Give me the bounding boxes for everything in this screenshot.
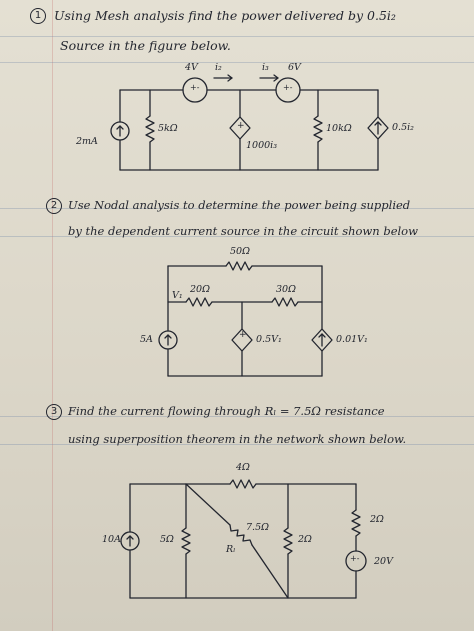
question-3-line-2: using superposition theorem in the netwo…	[68, 432, 407, 446]
question-number-1: 1	[30, 8, 46, 24]
label-20v: 20V	[374, 556, 393, 567]
plus-minus-sign: +-	[350, 554, 360, 563]
label-0-5i2: 0.5i₂	[392, 122, 414, 133]
ruled-line	[0, 236, 474, 237]
label-4-ohm: 4Ω	[236, 462, 250, 473]
ruled-line	[0, 444, 474, 445]
label-2ma: 2mA	[76, 136, 98, 147]
ruled-line	[0, 416, 474, 417]
label-2-ohm-right: 2Ω	[370, 514, 384, 525]
label-5k: 5kΩ	[158, 123, 178, 134]
label-50-ohm: 50Ω	[230, 246, 250, 257]
label-7-5-ohm: 7.5Ω	[246, 522, 269, 533]
question-1-line-2: Source in the figure below.	[60, 38, 231, 53]
question-3-line-1: Find the current flowing through Rₗ = 7.…	[68, 404, 385, 418]
label-4v: 4V	[185, 62, 198, 73]
label-6v: 6V	[288, 62, 301, 73]
label-2-ohm-middle: 2Ω	[298, 534, 312, 545]
label-30-ohm: 30Ω	[276, 284, 296, 295]
ruled-line	[0, 36, 474, 37]
label-i3: i₃	[262, 62, 269, 73]
ruled-line	[0, 62, 474, 63]
label-20-ohm: 20Ω	[190, 284, 210, 295]
label-10a: 10A	[102, 534, 121, 545]
question-2-line-2: by the dependent current source in the c…	[68, 224, 418, 238]
plus-minus-sign: +	[237, 121, 245, 131]
plus-minus-sign: +	[239, 330, 247, 340]
label-0-5v1: 0.5V₁	[256, 334, 282, 345]
label-1000i3: 1000i₃	[246, 140, 278, 151]
label-i2: i₂	[215, 62, 222, 73]
question-number-2: 2	[46, 198, 62, 214]
question-1-line-1: Using Mesh analysis find the power deliv…	[54, 8, 396, 23]
question-number-3: 3	[46, 404, 62, 420]
label-0-01v1: 0.01V₁	[336, 334, 368, 345]
plus-minus-sign: +-	[190, 83, 200, 92]
label-5a: 5A	[140, 334, 153, 345]
label-v1: V₁	[172, 290, 183, 301]
margin-line	[52, 0, 53, 631]
plus-minus-sign: +-	[283, 83, 293, 92]
question-2-line-1: Use Nodal analysis to determine the powe…	[68, 198, 411, 212]
label-10k: 10kΩ	[326, 123, 352, 134]
label-5-ohm: 5Ω	[160, 534, 174, 545]
label-rl: Rₗ	[226, 544, 236, 555]
ruled-line	[0, 208, 474, 209]
